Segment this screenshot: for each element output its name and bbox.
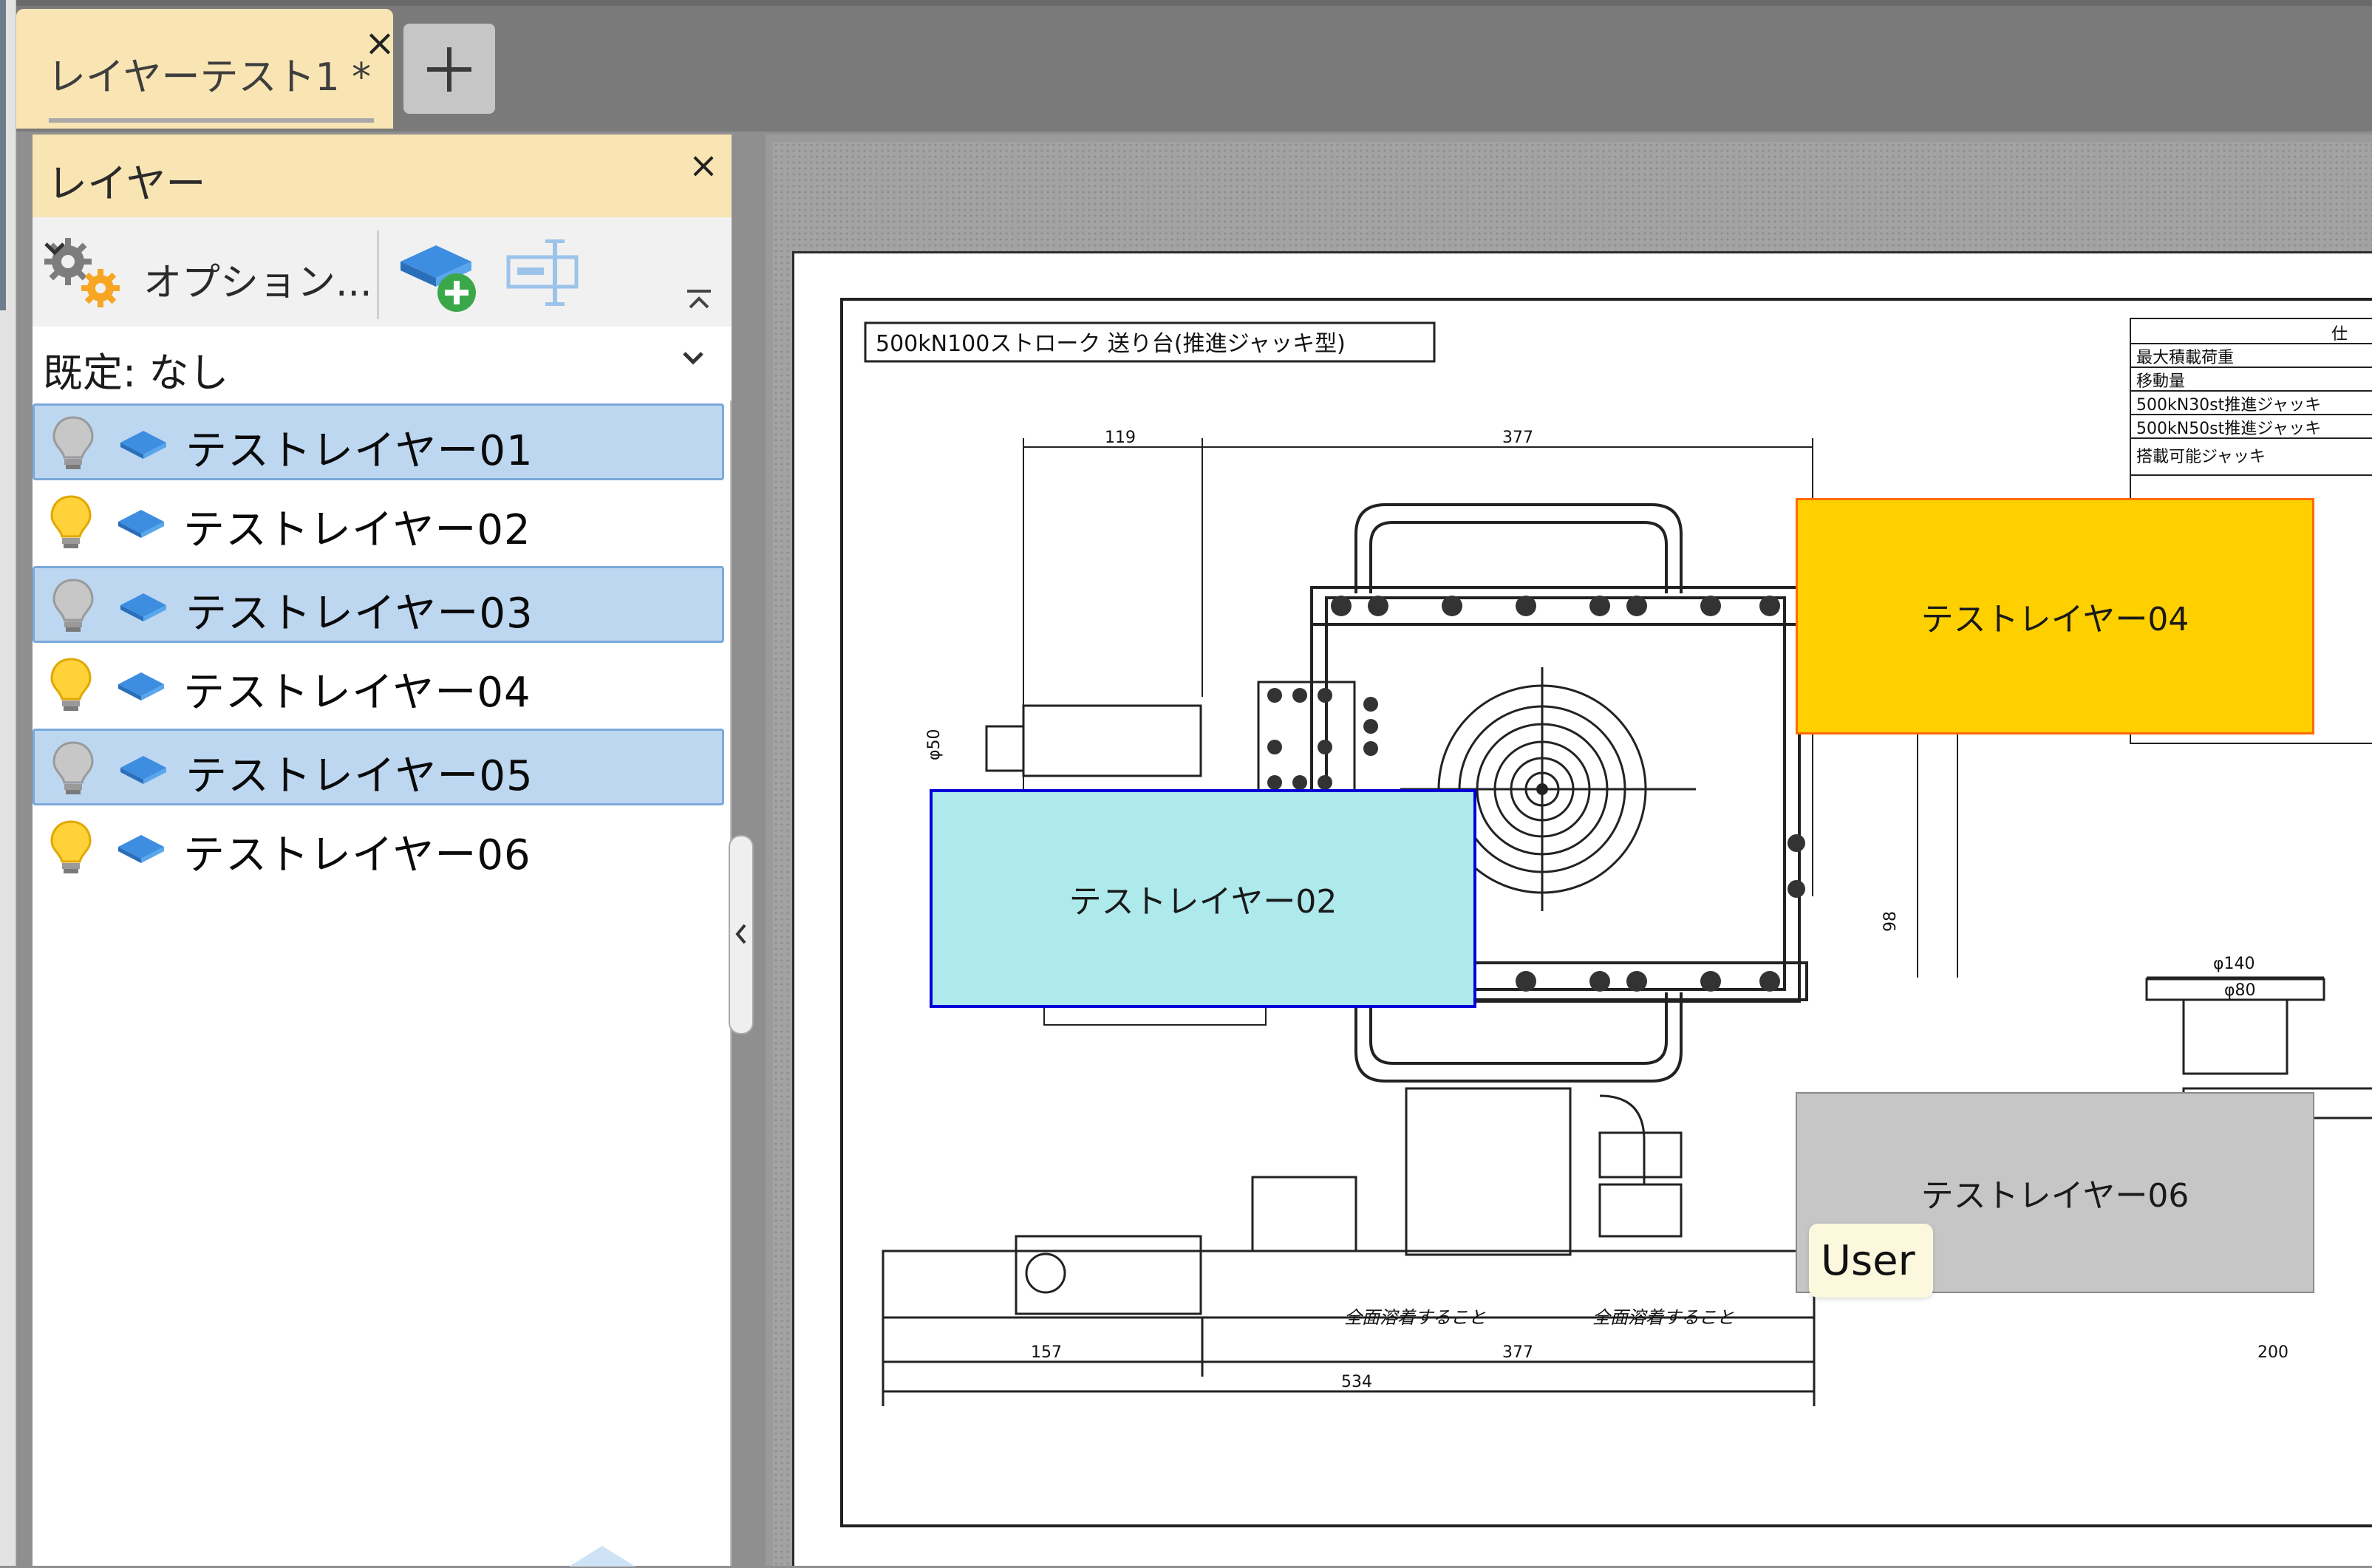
dimension-label: 98 [1881, 911, 1900, 932]
add-layer-icon [401, 245, 476, 312]
options-dropdown[interactable]: オプション... [40, 232, 380, 315]
spec-table-cell: 500kN30st推進ジャッキ [2136, 396, 2321, 415]
overlay-label: テストレイヤー06 [1921, 1177, 2189, 1215]
spec-table-cell: 500kN50st推進ジャッキ [2136, 420, 2321, 438]
layer-row[interactable]: テストレイヤー04 [33, 647, 724, 724]
close-panel-icon[interactable]: × [688, 145, 719, 186]
chevron-down-icon [44, 242, 65, 256]
add-layer-button[interactable] [393, 228, 489, 316]
preset-select[interactable]: 既定: なし [33, 327, 732, 400]
dimension-label: 534 [1341, 1373, 1372, 1391]
tooltip-text: User [1821, 1237, 1915, 1285]
dimension-label: 377 [1502, 429, 1533, 447]
dimension-label: φ80 [2224, 981, 2256, 1000]
layer-icon [117, 589, 169, 624]
document-tab-label: レイヤーテスト1 * [47, 55, 372, 100]
lightbulb-off-icon[interactable] [51, 740, 95, 799]
layer-panel: レイヤー × [33, 134, 732, 1566]
spec-table-cell: 搭載可能ジャッキ [2136, 448, 2266, 466]
active-tab-indicator [49, 118, 374, 123]
spec-table-cell: 最大積載荷重 [2136, 349, 2234, 367]
dimension-label: φ50 [925, 729, 944, 760]
layer-row[interactable]: テストレイヤー05 [33, 729, 724, 805]
layer-name: テストレイヤー04 [183, 669, 531, 717]
layer-diamond-icon [569, 1546, 635, 1567]
dimension-label: 200 [2257, 1343, 2288, 1362]
overlay-label: テストレイヤー04 [1921, 601, 2189, 638]
dimension-label: 157 [1031, 1343, 1062, 1362]
document-tab[interactable]: レイヤーテスト1 * × [16, 9, 395, 129]
toolbar-separator [377, 231, 379, 319]
close-tab-icon[interactable]: × [364, 21, 395, 64]
layer-overlay-02[interactable]: テストレイヤー02 [930, 789, 1476, 1008]
new-tab-button[interactable] [403, 24, 495, 114]
lightbulb-on-icon[interactable] [49, 819, 93, 878]
layer-icon [115, 505, 167, 541]
preset-label: 既定: なし [43, 350, 229, 396]
dimension-label: 377 [1502, 1343, 1533, 1362]
layer-row[interactable]: テストレイヤー02 [33, 485, 724, 562]
layer-row[interactable]: テストレイヤー01 [33, 403, 724, 480]
gears-icon [44, 238, 120, 307]
chevron-left-icon [735, 924, 746, 944]
lightbulb-off-icon[interactable] [51, 415, 95, 474]
layer-toolbar: オプション... [33, 217, 732, 327]
chevron-down-icon [683, 352, 703, 365]
spec-table-cell: 移動量 [2136, 372, 2185, 391]
drawing-title: 500kN100ストローク 送り台(推進ジャッキ型) [876, 331, 1346, 357]
layer-icon [115, 831, 167, 866]
layer-panel-header: レイヤー × [33, 134, 732, 217]
layer-row[interactable]: テストレイヤー06 [33, 810, 724, 887]
dimension-label: φ140 [2213, 955, 2255, 973]
layer-overlay-04[interactable]: テストレイヤー04 [1796, 498, 2314, 734]
panel-splitter-handle[interactable] [729, 835, 754, 1034]
technical-drawing: 500kN100ストローク 送り台(推進ジャッキ型) 仕 最大積載荷重 移動量 … [840, 298, 2372, 1527]
layer-name: テストレイヤー03 [185, 590, 534, 638]
options-label: オプション... [143, 261, 372, 305]
drawing-note: 全面溶着すること [1592, 1307, 1734, 1328]
layer-icon [117, 426, 169, 462]
layer-row[interactable]: テストレイヤー03 [33, 566, 724, 643]
window-edge [0, 0, 16, 1566]
rename-layer-button[interactable] [498, 232, 587, 313]
dimension-label: 119 [1105, 429, 1136, 447]
layer-icon [117, 751, 169, 787]
layer-name: テストレイヤー01 [185, 427, 534, 475]
edge-accent [0, 0, 6, 310]
layer-name: テストレイヤー05 [185, 752, 534, 800]
lightbulb-on-icon[interactable] [49, 494, 93, 553]
user-tooltip: User [1809, 1224, 1933, 1298]
layer-icon [115, 668, 167, 703]
plus-icon [427, 47, 471, 92]
collapse-up-icon[interactable] [683, 284, 715, 316]
layer-panel-title: レイヤー [47, 160, 206, 207]
overlay-label: テストレイヤー02 [1069, 883, 1337, 921]
layer-name: テストレイヤー02 [183, 506, 531, 554]
lightbulb-on-icon[interactable] [49, 656, 93, 715]
rename-layer-icon [506, 239, 579, 306]
spec-table-cell: 仕 [2331, 325, 2348, 344]
lightbulb-off-icon[interactable] [51, 577, 95, 636]
drawing-note: 全面溶着すること [1344, 1307, 1486, 1328]
layer-name: テストレイヤー06 [183, 831, 531, 879]
